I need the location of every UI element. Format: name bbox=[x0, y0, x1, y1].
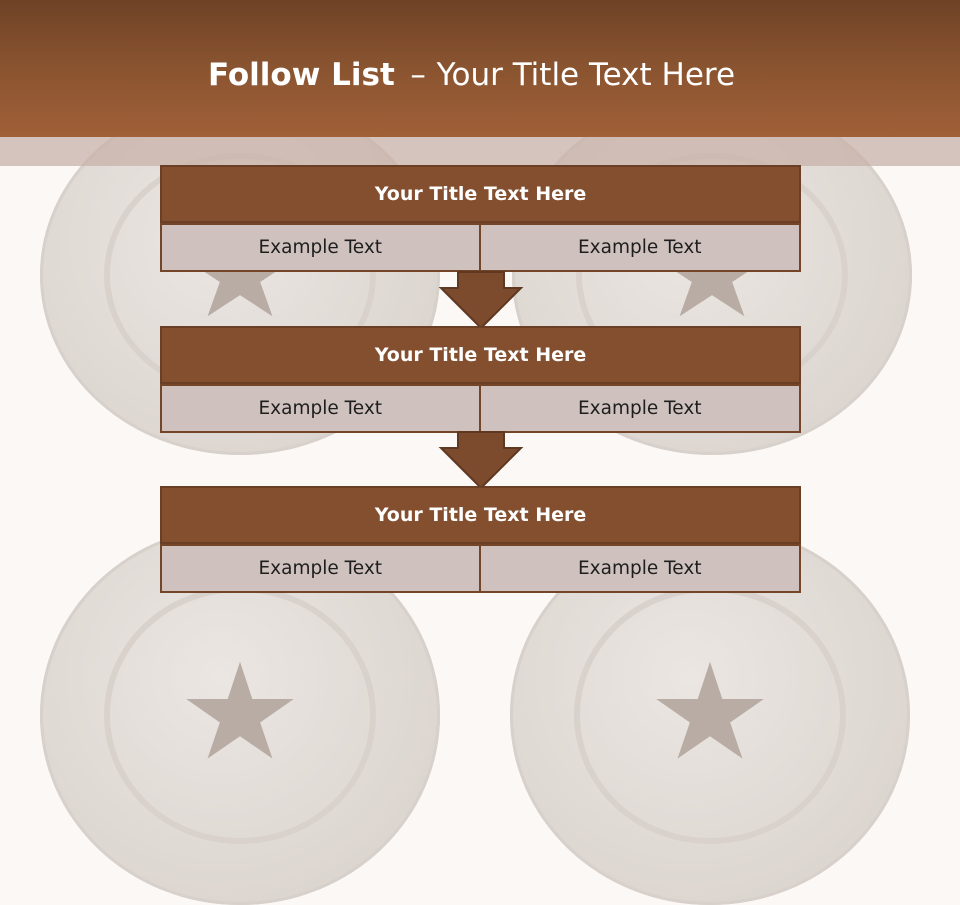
block-cell-right: Example Text bbox=[480, 384, 801, 433]
block-cell-left: Example Text bbox=[160, 223, 481, 272]
block-row: Example Text Example Text bbox=[160, 384, 801, 433]
list-block-2: Your Title Text Here Example Text Exampl… bbox=[160, 326, 801, 433]
block-title: Your Title Text Here bbox=[160, 326, 801, 384]
block-row: Example Text Example Text bbox=[160, 544, 801, 593]
block-cell-right: Example Text bbox=[480, 544, 801, 593]
block-cell-left: Example Text bbox=[160, 544, 481, 593]
slide-title-dash: – bbox=[410, 57, 426, 93]
arrow-down-icon bbox=[438, 431, 524, 490]
block-title: Your Title Text Here bbox=[160, 486, 801, 544]
slide-title-rest: Your Title Text Here bbox=[436, 57, 736, 93]
block-row: Example Text Example Text bbox=[160, 223, 801, 272]
block-cell-left: Example Text bbox=[160, 384, 481, 433]
title-band bbox=[0, 137, 960, 166]
list-block-1: Your Title Text Here Example Text Exampl… bbox=[160, 165, 801, 272]
slide-title-bold: Follow List bbox=[207, 57, 395, 93]
list-block-3: Your Title Text Here Example Text Exampl… bbox=[160, 486, 801, 593]
block-cell-right: Example Text bbox=[480, 223, 801, 272]
slide-title: Follow List–Your Title Text Here bbox=[0, 52, 943, 98]
block-title: Your Title Text Here bbox=[160, 165, 801, 223]
title-banner bbox=[0, 0, 960, 137]
arrow-down-icon bbox=[438, 271, 524, 330]
